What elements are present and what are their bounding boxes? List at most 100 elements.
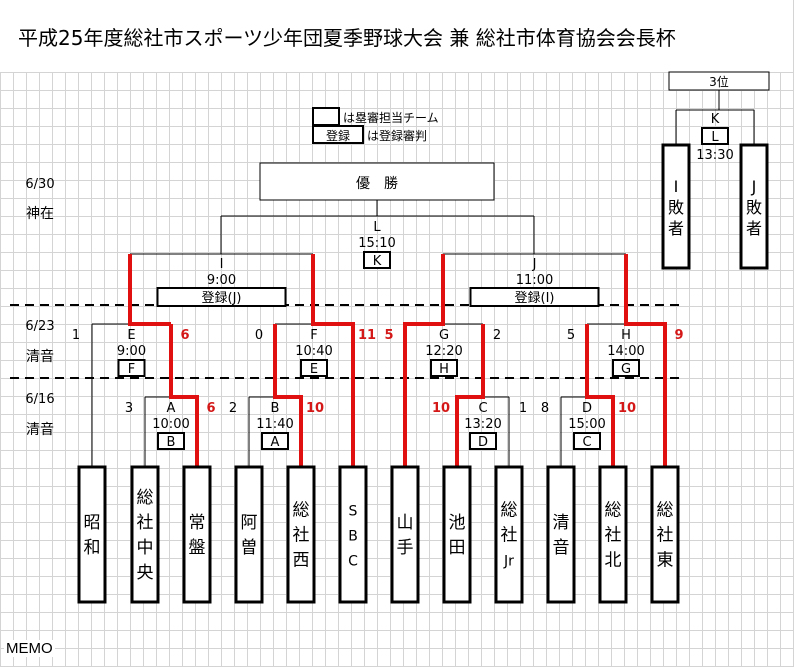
team-name-char: B bbox=[348, 529, 358, 545]
team-name-char: 社 bbox=[501, 526, 518, 546]
umpire-team: B bbox=[167, 435, 176, 450]
team-name-char: 中 bbox=[137, 538, 154, 558]
game-id: H bbox=[621, 328, 631, 343]
team-name-char: 社 bbox=[137, 513, 154, 533]
team-name-char: 清 bbox=[553, 513, 570, 533]
loser-box-j bbox=[739, 143, 769, 270]
game-time: 11:00 bbox=[516, 273, 553, 288]
loser-box-i bbox=[661, 143, 691, 270]
winner-path-h bbox=[624, 254, 667, 467]
game-id: B bbox=[271, 401, 280, 416]
umpire-team: D bbox=[478, 435, 488, 450]
round-date: 6/30 bbox=[25, 177, 54, 192]
team-name-char: 社 bbox=[293, 526, 310, 546]
game-id: I bbox=[220, 257, 224, 272]
registration-umpire: 登録(J) bbox=[202, 291, 242, 306]
game-id: C bbox=[478, 401, 487, 416]
team-name-char: S bbox=[349, 504, 358, 520]
team-box-7 bbox=[390, 465, 420, 604]
team-name-char: 盤 bbox=[189, 538, 206, 558]
game-id: G bbox=[439, 328, 449, 343]
team-name-char: C bbox=[348, 554, 358, 570]
legend-empty-box bbox=[312, 107, 340, 126]
final-umpire-box bbox=[363, 251, 391, 269]
game-id: E bbox=[127, 328, 135, 343]
score-left: 3 bbox=[125, 401, 133, 416]
registration-umpire: 登録(I) bbox=[515, 291, 555, 306]
team-name-char: 阿 bbox=[241, 513, 258, 533]
umpire-team: F bbox=[128, 362, 135, 377]
third-place-game-id: K bbox=[711, 112, 720, 127]
game-time: 11:40 bbox=[256, 417, 293, 432]
legend-box-description: は塁審担当チーム bbox=[343, 110, 439, 125]
round-venue: 神在 bbox=[26, 206, 54, 222]
team-name-char: 総 bbox=[293, 501, 310, 521]
team-name-char: 田 bbox=[449, 538, 466, 558]
team-box-3 bbox=[182, 465, 212, 604]
team-box-12 bbox=[650, 465, 680, 604]
score-right: 11 bbox=[358, 328, 376, 343]
team-name-char: 昭 bbox=[84, 513, 101, 533]
team-box-1 bbox=[77, 465, 107, 604]
team-name-char: 西 bbox=[293, 551, 310, 571]
score-right: 2 bbox=[493, 328, 501, 343]
game-time: 9:00 bbox=[207, 273, 236, 288]
winner-path-c bbox=[455, 324, 485, 467]
game-id: D bbox=[582, 401, 592, 416]
umpire-box bbox=[573, 432, 601, 450]
team-box-9 bbox=[494, 465, 524, 604]
score-right: 10 bbox=[306, 401, 324, 416]
champion-label: 優 勝 bbox=[356, 176, 398, 192]
final-game-id: L bbox=[373, 220, 381, 235]
registration-box bbox=[469, 287, 600, 307]
third-place-time: 13:30 bbox=[696, 148, 733, 163]
team-box-8 bbox=[442, 465, 472, 604]
team-box-6 bbox=[338, 465, 368, 604]
third-place-umpire: L bbox=[711, 130, 719, 145]
loser-box-char: 敗 bbox=[668, 198, 684, 217]
score-left: 2 bbox=[229, 401, 237, 416]
team-name-char: 和 bbox=[84, 538, 101, 558]
umpire-box bbox=[612, 359, 640, 377]
winner-path-d bbox=[585, 324, 615, 467]
third-place-label: 3位 bbox=[709, 74, 729, 89]
score-right: 10 bbox=[618, 401, 636, 416]
champion-box bbox=[259, 162, 495, 201]
team-name-char: 山 bbox=[397, 513, 414, 533]
legend-registration-description: は登録審判 bbox=[367, 128, 427, 143]
umpire-box bbox=[117, 359, 146, 377]
team-name-char: 常 bbox=[189, 513, 206, 533]
score-left: 8 bbox=[541, 401, 549, 416]
team-name-char: 総 bbox=[605, 501, 622, 521]
umpire-box bbox=[300, 359, 328, 377]
winner-path-e bbox=[128, 254, 171, 326]
umpire-team: C bbox=[582, 435, 591, 450]
score-right: 6 bbox=[180, 328, 189, 343]
umpire-box bbox=[261, 432, 289, 450]
game-id: F bbox=[310, 328, 317, 343]
team-box-2 bbox=[130, 465, 160, 604]
legend-registration-box bbox=[312, 125, 364, 144]
team-name-char: 池 bbox=[449, 513, 466, 533]
score-left: 5 bbox=[384, 328, 393, 343]
umpire-team: A bbox=[271, 435, 280, 450]
score-left: 0 bbox=[255, 328, 263, 343]
team-name-char: 社 bbox=[605, 526, 622, 546]
score-left: 10 bbox=[432, 401, 450, 416]
game-time: 10:40 bbox=[295, 344, 332, 359]
game-id: A bbox=[167, 401, 176, 416]
team-name-char: 東 bbox=[657, 551, 674, 571]
team-name-char: 央 bbox=[137, 563, 154, 583]
final-time: 15:10 bbox=[358, 236, 395, 251]
team-name-char: 音 bbox=[553, 538, 570, 558]
team-name-char: 手 bbox=[397, 538, 414, 558]
score-right: 9 bbox=[674, 328, 683, 343]
title-bar: 平成25年度総社市スポーツ少年団夏季野球大会 兼 総社市体育協会会長杯 bbox=[0, 0, 794, 72]
winner-path-f bbox=[311, 254, 355, 467]
team-name-char: 社 bbox=[657, 526, 674, 546]
team-box-10 bbox=[546, 465, 576, 604]
score-right: 1 bbox=[519, 401, 527, 416]
score-left: 1 bbox=[72, 328, 80, 343]
team-name-char: 総 bbox=[137, 488, 154, 508]
